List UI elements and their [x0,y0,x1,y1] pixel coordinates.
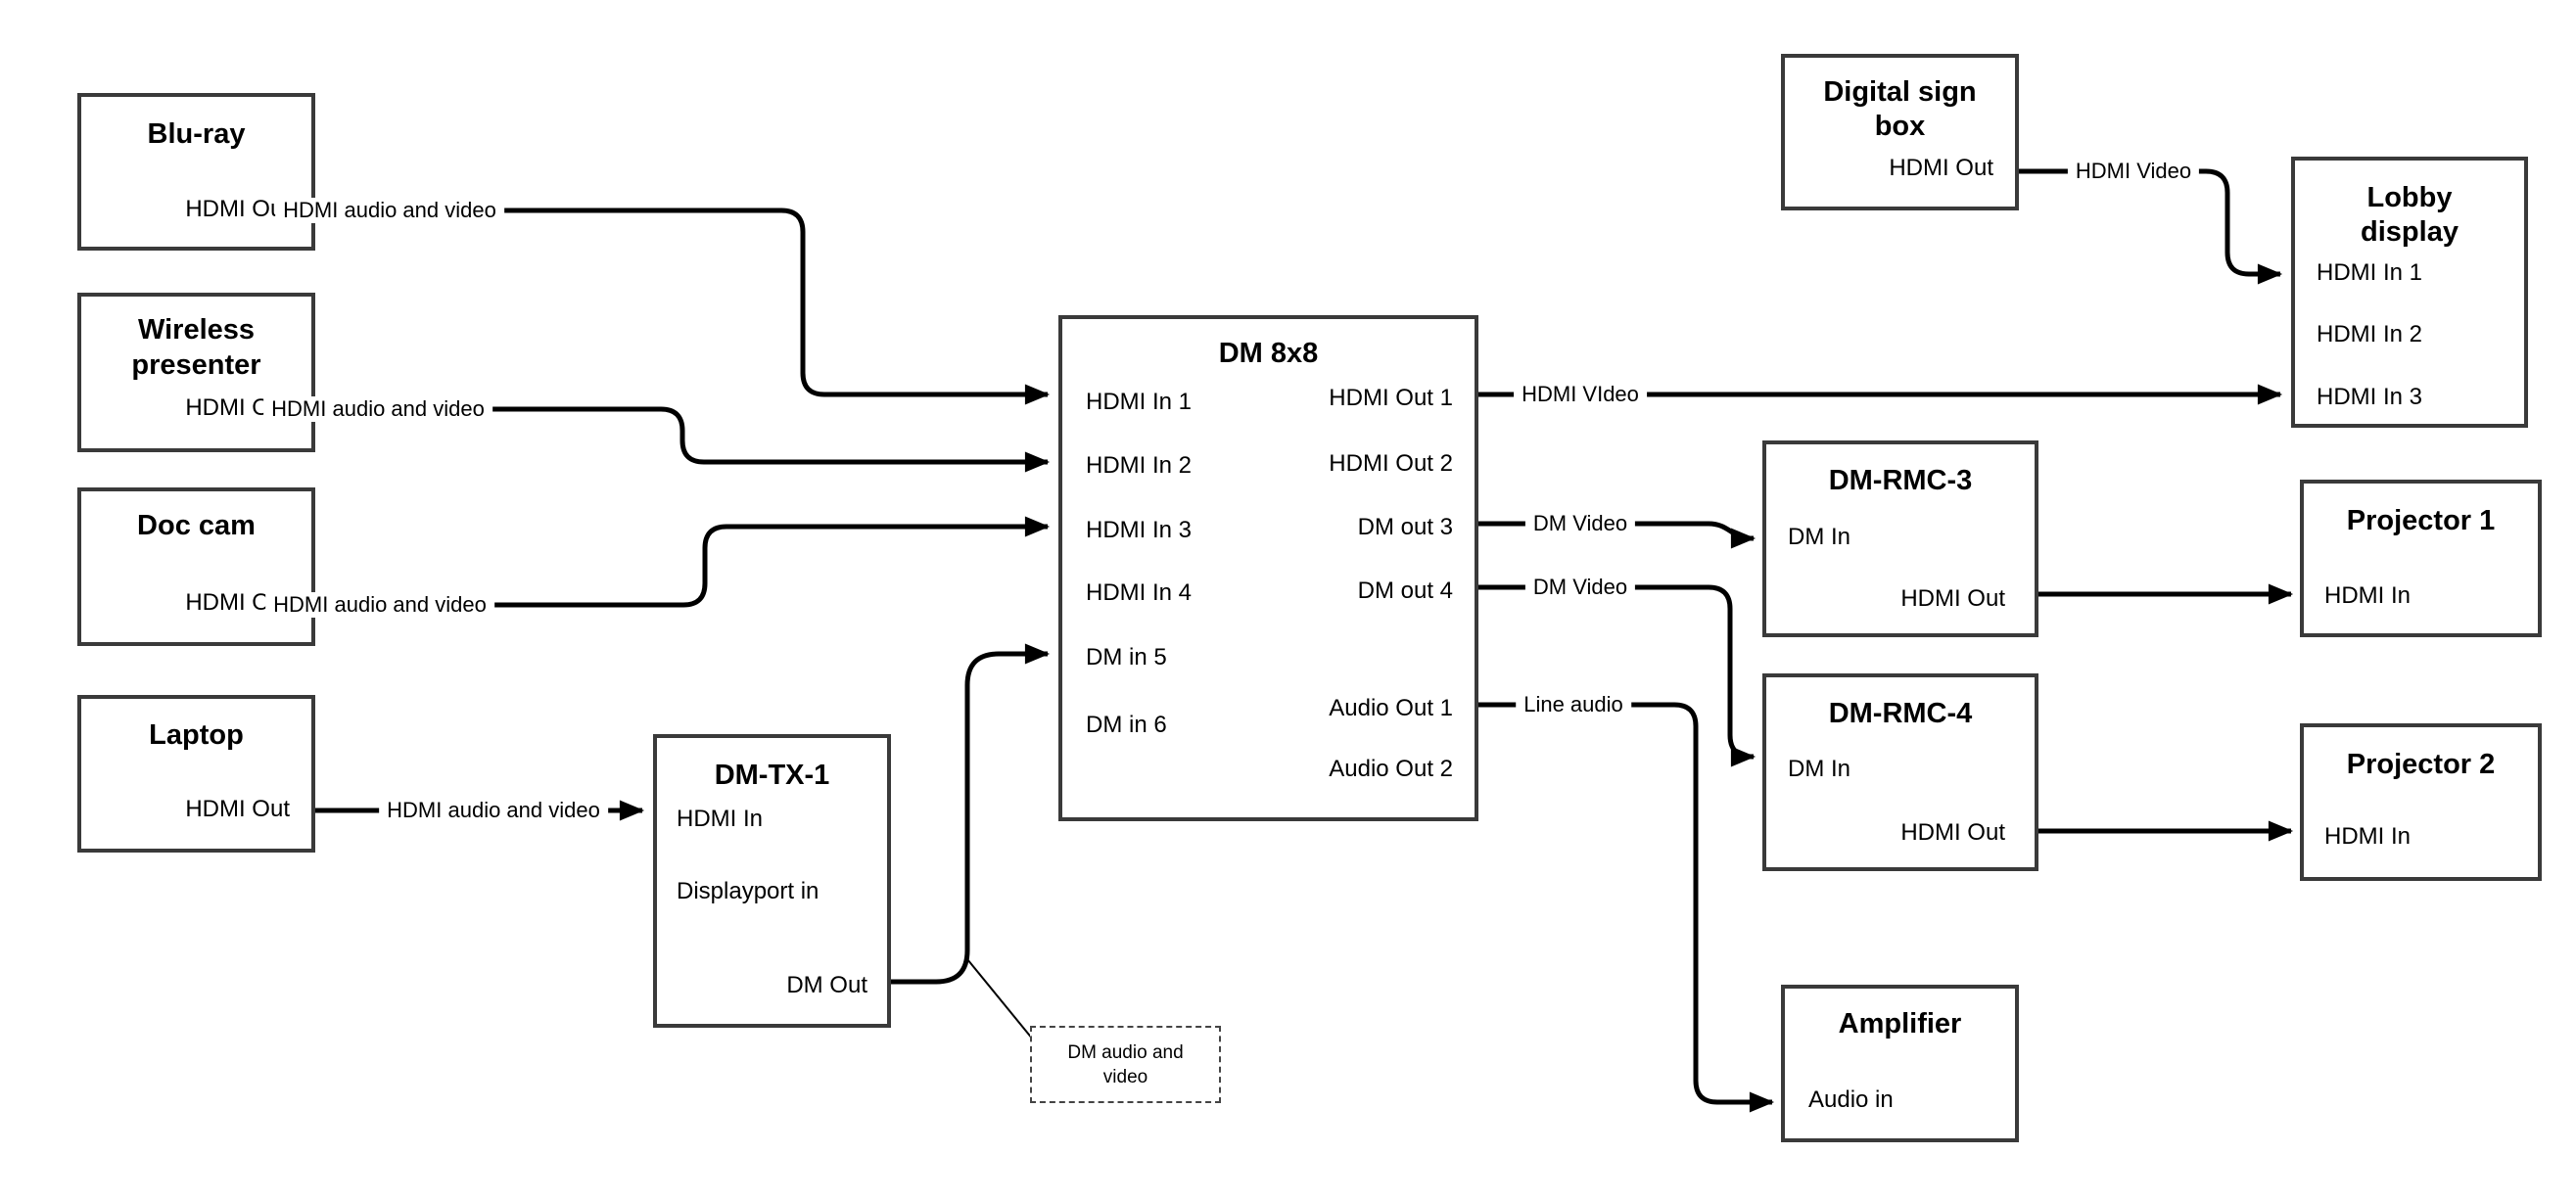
wire-digitalsign-to-lobby-in1 [2019,168,2283,285]
port-hdmi-in-4: HDMI In 4 [1086,579,1193,606]
node-dm-8x8: DM 8x8 HDMI In 1 HDMI In 2 HDMI In 3 HDM… [1058,315,1478,821]
node-dm-rmc-3: DM-RMC-3 DM In HDMI Out [1762,440,2038,637]
port-hdmi-out: HDMI Out [1900,819,2005,846]
port-hdmi-in-2: HDMI In 2 [1086,452,1193,479]
wire-label-line-audio: Line audio [1516,692,1631,717]
node-projector-2: Projector 2 HDMI In [2300,723,2542,881]
wire-doccam-to-dm8x8-in3 [315,516,1051,608]
wire-label-hdmi-video-sign: HDMI Video [2067,159,2200,184]
port-hdmi-in-1: HDMI In 1 [1086,389,1193,415]
port-hdmi-in: HDMI In [2324,582,2412,609]
port-hdmi-in: HDMI In [2324,823,2412,850]
wire-label-hdmi-av-bluray: HDMI audio and video [275,198,504,223]
node-title: Projector 1 [2346,505,2496,536]
port-hdmi-in-1: HDMI In 1 [2317,259,2423,286]
wire-dm8x8-audio1-to-amplifier [1478,702,1775,1113]
node-title: Wireless presenter [131,314,261,381]
node-projector-1: Projector 1 HDMI In [2300,480,2542,637]
wire-label-hdmi-av-doccam: HDMI audio and video [265,592,494,618]
port-dm-in-6: DM in 6 [1086,712,1167,738]
wire-dm8x8-out3-to-rmc3 [1478,521,1756,549]
wire-wireless-to-dm8x8-in2 [315,406,1051,473]
node-dm-rmc-4: DM-RMC-4 DM In HDMI Out [1762,673,2038,871]
annotation-callout-line [966,958,1034,1040]
port-dm-out-4: DM out 4 [1357,577,1453,604]
node-blu-ray: Blu-ray HDMI Out [77,93,315,251]
port-dm-out-3: DM out 3 [1357,514,1453,540]
port-hdmi-in-3: HDMI In 3 [2317,384,2423,410]
port-audio-out-2: Audio Out 2 [1329,756,1453,782]
wire-label-dm-video-out4: DM Video [1524,575,1636,600]
node-title: Laptop [149,719,244,751]
node-dm-tx-1: DM-TX-1 HDMI In Displayport in DM Out [653,734,891,1028]
port-hdmi-out: HDMI Out [1900,585,2005,612]
port-hdmi-out: HDMI Out [1889,155,1993,181]
node-title: Digital sign box [1823,76,1977,142]
annotation-text: DM audio and video [1067,1041,1184,1087]
node-title: DM 8x8 [1218,338,1319,369]
port-audio-out-1: Audio Out 1 [1329,695,1453,721]
port-dm-in-5: DM in 5 [1086,644,1167,670]
node-laptop: Laptop HDMI Out [77,695,315,853]
port-hdmi-out-2: HDMI Out 2 [1329,450,1453,477]
node-title: Blu-ray [147,118,246,150]
wire-bluray-to-dm8x8-in1 [315,208,1051,405]
port-dm-in: DM In [1788,756,1851,782]
wire-dm8x8-out4-to-rmc4 [1478,584,1756,767]
node-amplifier: Amplifier Audio in [1781,985,2019,1142]
node-title: DM-TX-1 [714,760,830,791]
node-wireless-presenter: Wireless presenter HDMI Out [77,293,315,452]
port-dm-out: DM Out [786,972,867,998]
node-title: DM-RMC-4 [1828,698,1973,729]
port-hdmi-in: HDMI In [677,806,764,832]
node-lobby-display: Lobby display HDMI In 1 HDMI In 2 HDMI I… [2291,157,2528,428]
node-doc-cam: Doc cam HDMI Out [77,487,315,646]
port-dm-in: DM In [1788,524,1851,550]
wire-label-hdmi-video-out1: HDMI VIdeo [1514,382,1647,407]
port-displayport-in: Displayport in [677,878,820,904]
wire-label-dm-video-out3: DM Video [1524,511,1636,536]
node-title: Lobby display [2361,182,2459,248]
node-title: DM-RMC-3 [1828,465,1973,496]
wire-label-hdmi-av-wireless: HDMI audio and video [263,396,492,422]
wire-dmtx1-to-dm8x8-in5 [891,643,1051,985]
port-hdmi-out: HDMI Out [185,796,290,822]
port-hdmi-out: HDMI Out [185,196,290,222]
port-audio-in: Audio in [1808,1086,1894,1113]
node-title: Amplifier [1838,1008,1962,1039]
node-digital-sign-box: Digital sign box HDMI Out [1781,54,2019,210]
port-hdmi-in-2: HDMI In 2 [2317,321,2423,347]
port-hdmi-out-1: HDMI Out 1 [1329,385,1453,411]
node-title: Projector 2 [2346,749,2496,780]
node-title: Doc cam [137,510,256,541]
annotation-dm-audio-video: DM audio and video [1030,1026,1221,1103]
wire-label-hdmi-av-laptop: HDMI audio and video [379,798,608,823]
port-hdmi-in-3: HDMI In 3 [1086,517,1193,543]
